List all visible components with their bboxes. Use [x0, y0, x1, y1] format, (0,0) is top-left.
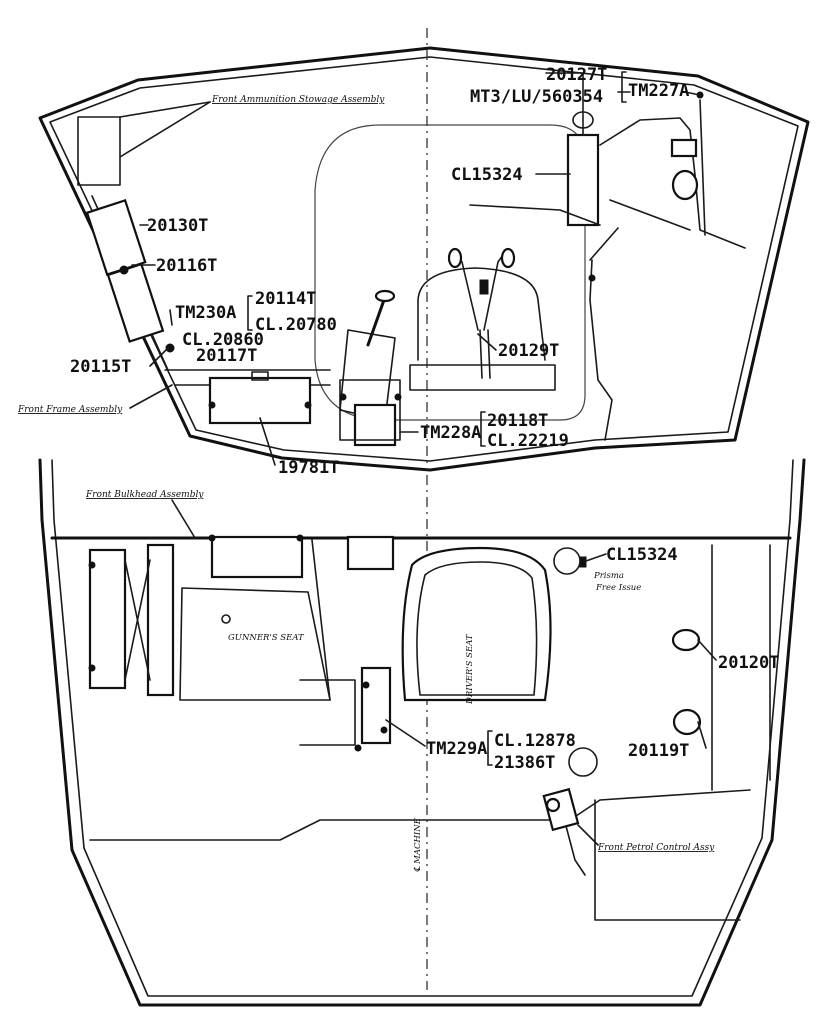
- part-mt3-lu-560354: MT3/LU/560354: [470, 87, 603, 107]
- bracket-20130T: [85, 198, 147, 276]
- top-hull-plan: [38, 28, 810, 472]
- label-front-ammunition-stowage: Front Ammunition Stowage Assembly: [211, 95, 385, 105]
- part-20120T: 20120T: [718, 653, 779, 673]
- fitting-20120T: [671, 628, 701, 652]
- label-prism-line1: Prisma: [593, 571, 624, 581]
- part-20116T: 20116T: [156, 256, 217, 276]
- bottom-hull-outline: [38, 458, 806, 1007]
- label-front-frame: Front Frame Assembly: [17, 405, 123, 415]
- part-20118T: 20118T: [487, 411, 548, 431]
- part-20114T: 20114T: [255, 289, 316, 309]
- part-tm227a: TM227A: [628, 81, 689, 101]
- bottom-hull-section: [38, 458, 806, 1007]
- label-centre-line: ℄ MACHINE: [413, 817, 423, 872]
- part-cl12878: CL.12878: [494, 731, 576, 751]
- label-front-petrol-control: Front Petrol Control Assy: [597, 843, 715, 853]
- label-front-bulkhead: Front Bulkhead Assembly: [85, 490, 204, 500]
- gear-lever: [366, 298, 386, 347]
- stowage-rack-left: [88, 548, 127, 690]
- leader-lines: [119, 72, 717, 846]
- label-brackets: [247, 71, 627, 766]
- bulkhead-box-left: [210, 535, 304, 579]
- part-20130T: 20130T: [147, 216, 208, 236]
- ammunition-box: [77, 116, 121, 186]
- part-cl20860: CL.20860: [182, 330, 264, 350]
- part-cl22219: CL.22219: [487, 431, 569, 451]
- part-21386T: 21386T: [494, 753, 555, 773]
- driver-seat-plan: [417, 267, 546, 361]
- label-gunners-seat: GUNNER'S SEAT: [228, 633, 305, 643]
- part-20127T: 20127T: [546, 65, 607, 85]
- part-19781T: 19781T: [278, 458, 339, 478]
- label-drivers-seat: DRIVER'S SEAT: [465, 633, 475, 705]
- drivers-seat: [401, 546, 552, 702]
- bracket-20116T: [106, 262, 165, 343]
- periscope-circle: [553, 547, 581, 575]
- part-20115T: 20115T: [70, 357, 131, 377]
- box-19781T: [208, 376, 312, 425]
- gunners-seat-plate: [179, 587, 331, 701]
- part-cl15324-bottom: CL15324: [606, 545, 678, 565]
- fitting-20119T: [672, 708, 702, 736]
- part-tm229a: TM229A: [426, 739, 487, 759]
- part-tm230a: TM230A: [175, 303, 236, 323]
- part-cl15324-top: CL15324: [451, 165, 523, 185]
- turret-ring-top: [314, 124, 586, 421]
- part-cl20780: CL.20780: [255, 315, 337, 335]
- part-20129T: 20129T: [498, 341, 559, 361]
- part-20117T: 20117T: [196, 346, 257, 366]
- bulkhead-box-right: [346, 535, 395, 571]
- part-20119T: 20119T: [628, 741, 689, 761]
- part-tm228a: TM228A: [420, 423, 481, 443]
- periscope-housing: [566, 133, 600, 227]
- labels: Front Ammunition Stowage Assembly Front …: [17, 65, 779, 872]
- label-prism-line2: Free Issue: [595, 583, 641, 593]
- top-hull-outline: [38, 46, 810, 472]
